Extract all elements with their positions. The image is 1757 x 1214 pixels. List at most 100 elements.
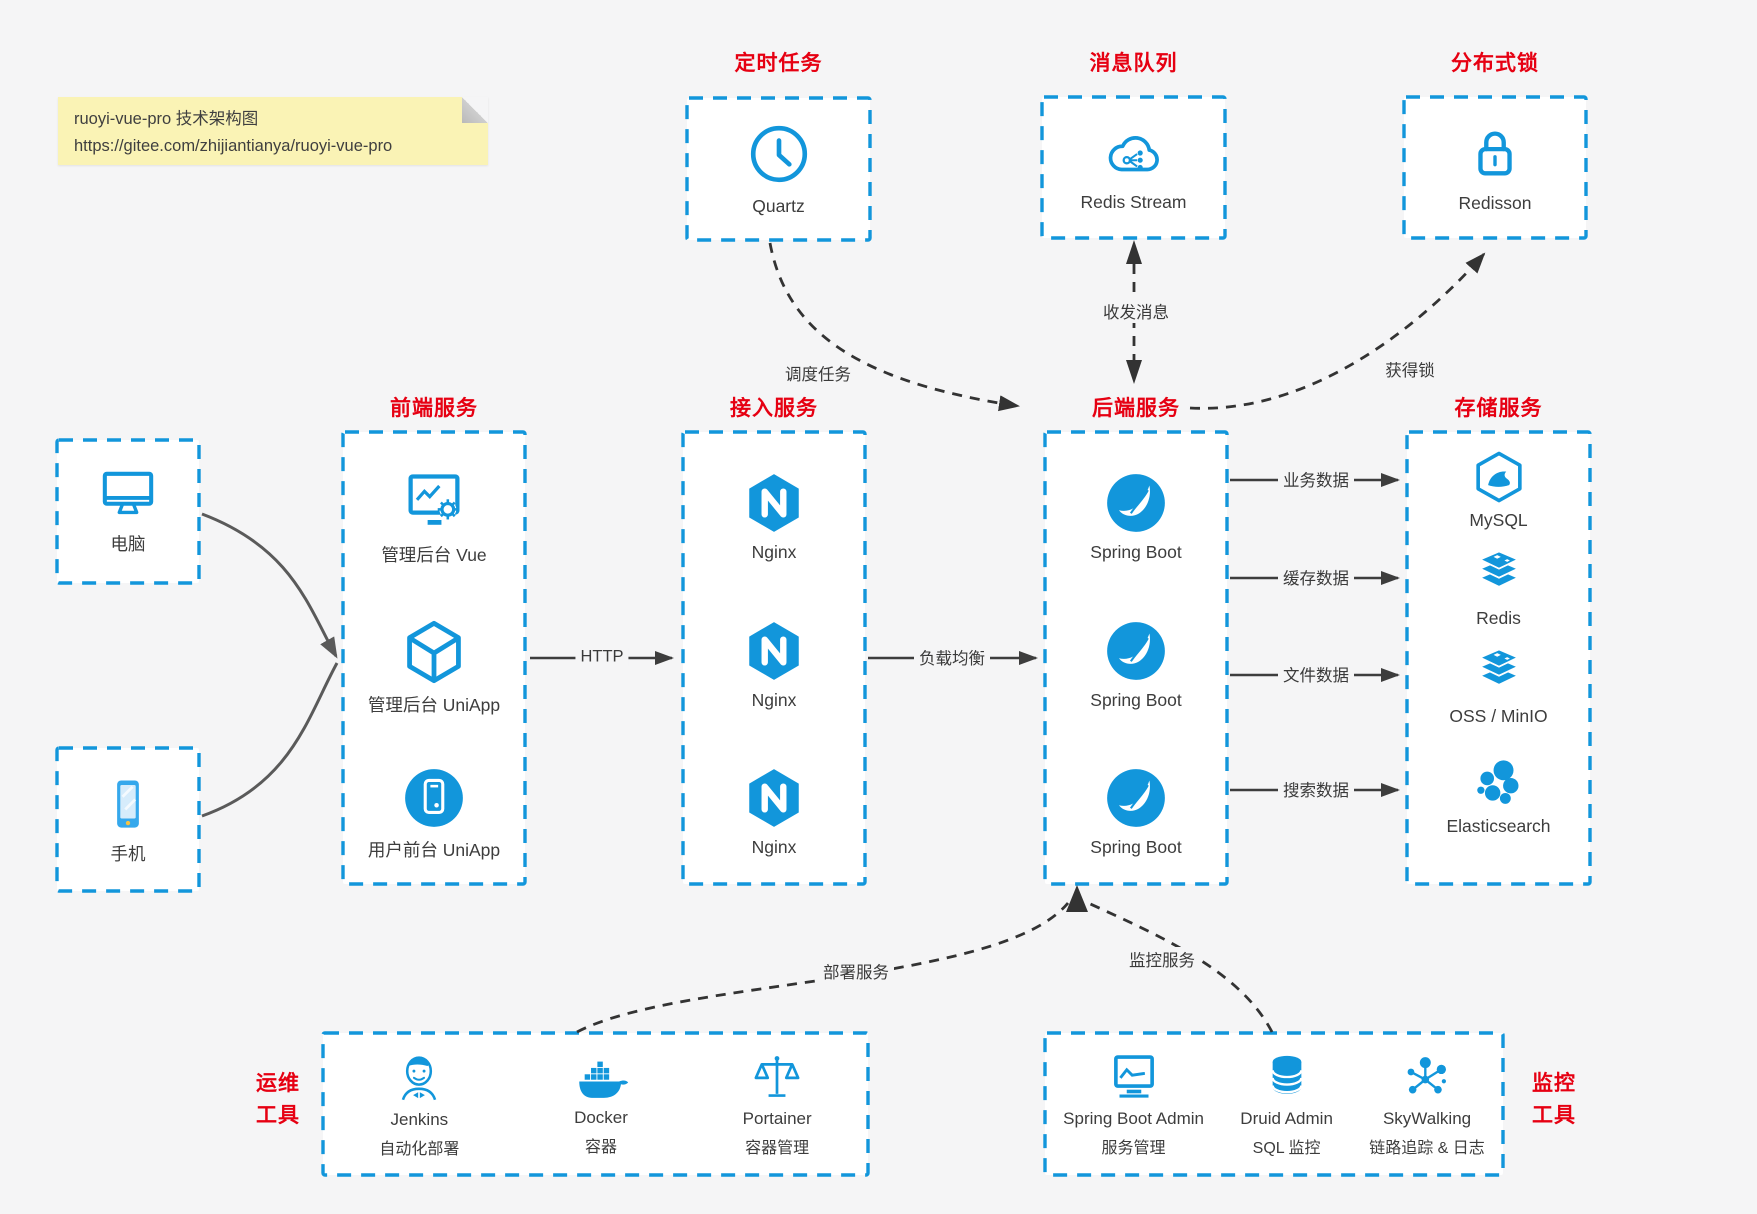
storage-items: MySQL Redis OSS / MinIO <box>1407 432 1590 884</box>
cube-icon <box>407 620 461 684</box>
node-redis: Redis <box>1407 546 1590 629</box>
quartz-box <box>685 96 872 242</box>
group-title-access: 接入服务 <box>730 397 818 420</box>
database-icon <box>1271 1055 1303 1094</box>
node-phone: 手机 <box>57 748 199 891</box>
item-label: Spring Boot <box>1090 542 1182 562</box>
edge-label-file-data: 文件数据 <box>1278 662 1354 686</box>
node-springboot-3: Spring Boot <box>1045 765 1227 858</box>
scales-icon <box>754 1056 800 1097</box>
edge-label-messaging: 收发消息 <box>1098 299 1174 323</box>
backend-items: Spring Boot Spring Boot Spring Boot <box>1045 432 1227 884</box>
edge-label-http: HTTP <box>575 647 629 667</box>
node-druid-admin: Druid Admin SQL 监控 <box>1240 1050 1333 1158</box>
item-label: 用户前台 UniApp <box>367 840 501 860</box>
smartphone-icon <box>117 779 139 828</box>
object-storage-icon <box>1477 648 1520 686</box>
node-springboot-1: Spring Boot <box>1045 470 1227 563</box>
cloud-share-icon <box>1108 135 1159 171</box>
item-label: Redisson <box>1458 192 1532 213</box>
node-admin-vue: 管理后台 Vue <box>343 470 525 567</box>
node-docker: Docker 容器 <box>572 1051 630 1157</box>
item-label: SkyWalking <box>1382 1109 1472 1128</box>
node-portainer: Portainer 容器管理 <box>743 1050 812 1158</box>
node-nginx-1: Nginx <box>683 470 865 563</box>
item-label: Spring Boot <box>1090 837 1182 857</box>
elasticsearch-icon <box>1476 760 1518 804</box>
node-springboot-2: Spring Boot <box>1045 618 1227 711</box>
edge-label-search-data: 搜索数据 <box>1278 777 1354 801</box>
docker-icon <box>579 1061 629 1098</box>
spring-icon <box>1107 474 1165 532</box>
node-mysql: MySQL <box>1407 448 1590 531</box>
mysql-icon <box>1475 451 1522 503</box>
group-title-distributed-lock: 分布式锁 <box>1451 52 1539 75</box>
item-label: Redis <box>1476 608 1521 628</box>
node-admin-uniapp: 管理后台 UniApp <box>343 618 525 717</box>
spring-icon <box>1107 622 1165 680</box>
edge-label-business-data: 业务数据 <box>1278 467 1354 491</box>
edge-label-deploy: 部署服务 <box>818 959 894 983</box>
item-label: 管理后台 UniApp <box>367 695 501 715</box>
item-sublabel: 自动化部署 <box>379 1141 460 1158</box>
node-skywalking: SkyWalking 链路追踪 & 日志 <box>1369 1050 1485 1158</box>
item-label: 管理后台 Vue <box>381 545 487 565</box>
nginx-icon <box>749 474 799 532</box>
note-title: ruoyi-vue-pro 技术架构图 <box>74 110 259 128</box>
item-label: Quartz <box>752 196 805 216</box>
node-oss-minio: OSS / MinIO <box>1407 644 1590 727</box>
item-label: OSS / MinIO <box>1449 706 1548 726</box>
note-url: https://gitee.com/zhijiantianya/ruoyi-vu… <box>74 136 393 155</box>
mobile-app-icon <box>405 769 463 827</box>
distributed-lock-box <box>1402 95 1588 240</box>
node-redis-stream: Redis Stream <box>1042 97 1225 238</box>
ops-tools-box <box>321 1031 870 1177</box>
group-title-scheduled-tasks: 定时任务 <box>734 52 823 75</box>
redis-stack-icon <box>1477 550 1520 588</box>
node-nginx-2: Nginx <box>683 618 865 711</box>
group-title-storage: 存储服务 <box>1454 397 1543 420</box>
edge-label-monitor: 监控服务 <box>1124 947 1200 971</box>
solid-arrows <box>530 473 1400 797</box>
group-title-frontend: 前端服务 <box>390 397 478 420</box>
item-label: Docker <box>574 1108 628 1127</box>
item-sublabel: 容器管理 <box>745 1140 810 1157</box>
spring-icon <box>1107 769 1165 827</box>
item-label: Redis Stream <box>1080 191 1187 212</box>
admin-dashboard-icon <box>408 474 460 525</box>
edge-label-cache-data: 缓存数据 <box>1278 565 1354 589</box>
edge-label-load-balance: 负载均衡 <box>914 645 990 669</box>
access-items: Nginx Nginx Nginx <box>683 432 865 884</box>
monitor-tools-box <box>1043 1031 1505 1177</box>
arrowhead-down-icon <box>1126 360 1142 384</box>
item-label: Nginx <box>751 837 797 857</box>
ops-tools-items: Jenkins 自动化部署 Docker 容器 <box>323 1033 868 1175</box>
item-label: Nginx <box>751 690 797 710</box>
edge-label-schedule: 调度任务 <box>780 361 856 385</box>
group-title-message-queue: 消息队列 <box>1089 52 1178 75</box>
item-label: 手机 <box>110 843 146 864</box>
lock-icon <box>1478 130 1512 176</box>
item-label: Portainer <box>742 1109 812 1128</box>
node-nginx-3: Nginx <box>683 765 865 858</box>
frontend-items: 管理后台 Vue 管理后台 UniApp 用户前台 UniApp <box>343 432 525 884</box>
desktop-icon <box>102 471 154 514</box>
item-label: 电脑 <box>110 533 146 554</box>
node-jenkins: Jenkins 自动化部署 <box>379 1049 459 1159</box>
arrowhead-deploy-icon <box>1066 885 1088 912</box>
sticky-note: ruoyi-vue-pro 技术架构图 https://gitee.com/zh… <box>58 97 488 165</box>
item-label: MySQL <box>1469 510 1528 530</box>
node-spring-boot-admin: Spring Boot Admin 服务管理 <box>1063 1050 1204 1158</box>
node-pc: 电脑 <box>57 440 199 583</box>
item-sublabel: 链路追踪 & 日志 <box>1369 1140 1485 1157</box>
group-title-ops-tools: 运维 工具 <box>256 1072 300 1127</box>
edge-label-acquire-lock: 获得锁 <box>1380 357 1440 381</box>
node-elasticsearch: Elasticsearch <box>1407 754 1590 837</box>
clock-icon <box>750 125 807 183</box>
item-label: Jenkins <box>390 1110 449 1129</box>
note-fold-icon <box>462 97 488 123</box>
item-label: Druid Admin <box>1240 1109 1333 1128</box>
item-sublabel: 容器 <box>584 1139 617 1156</box>
item-label: Spring Boot Admin <box>1063 1109 1204 1128</box>
